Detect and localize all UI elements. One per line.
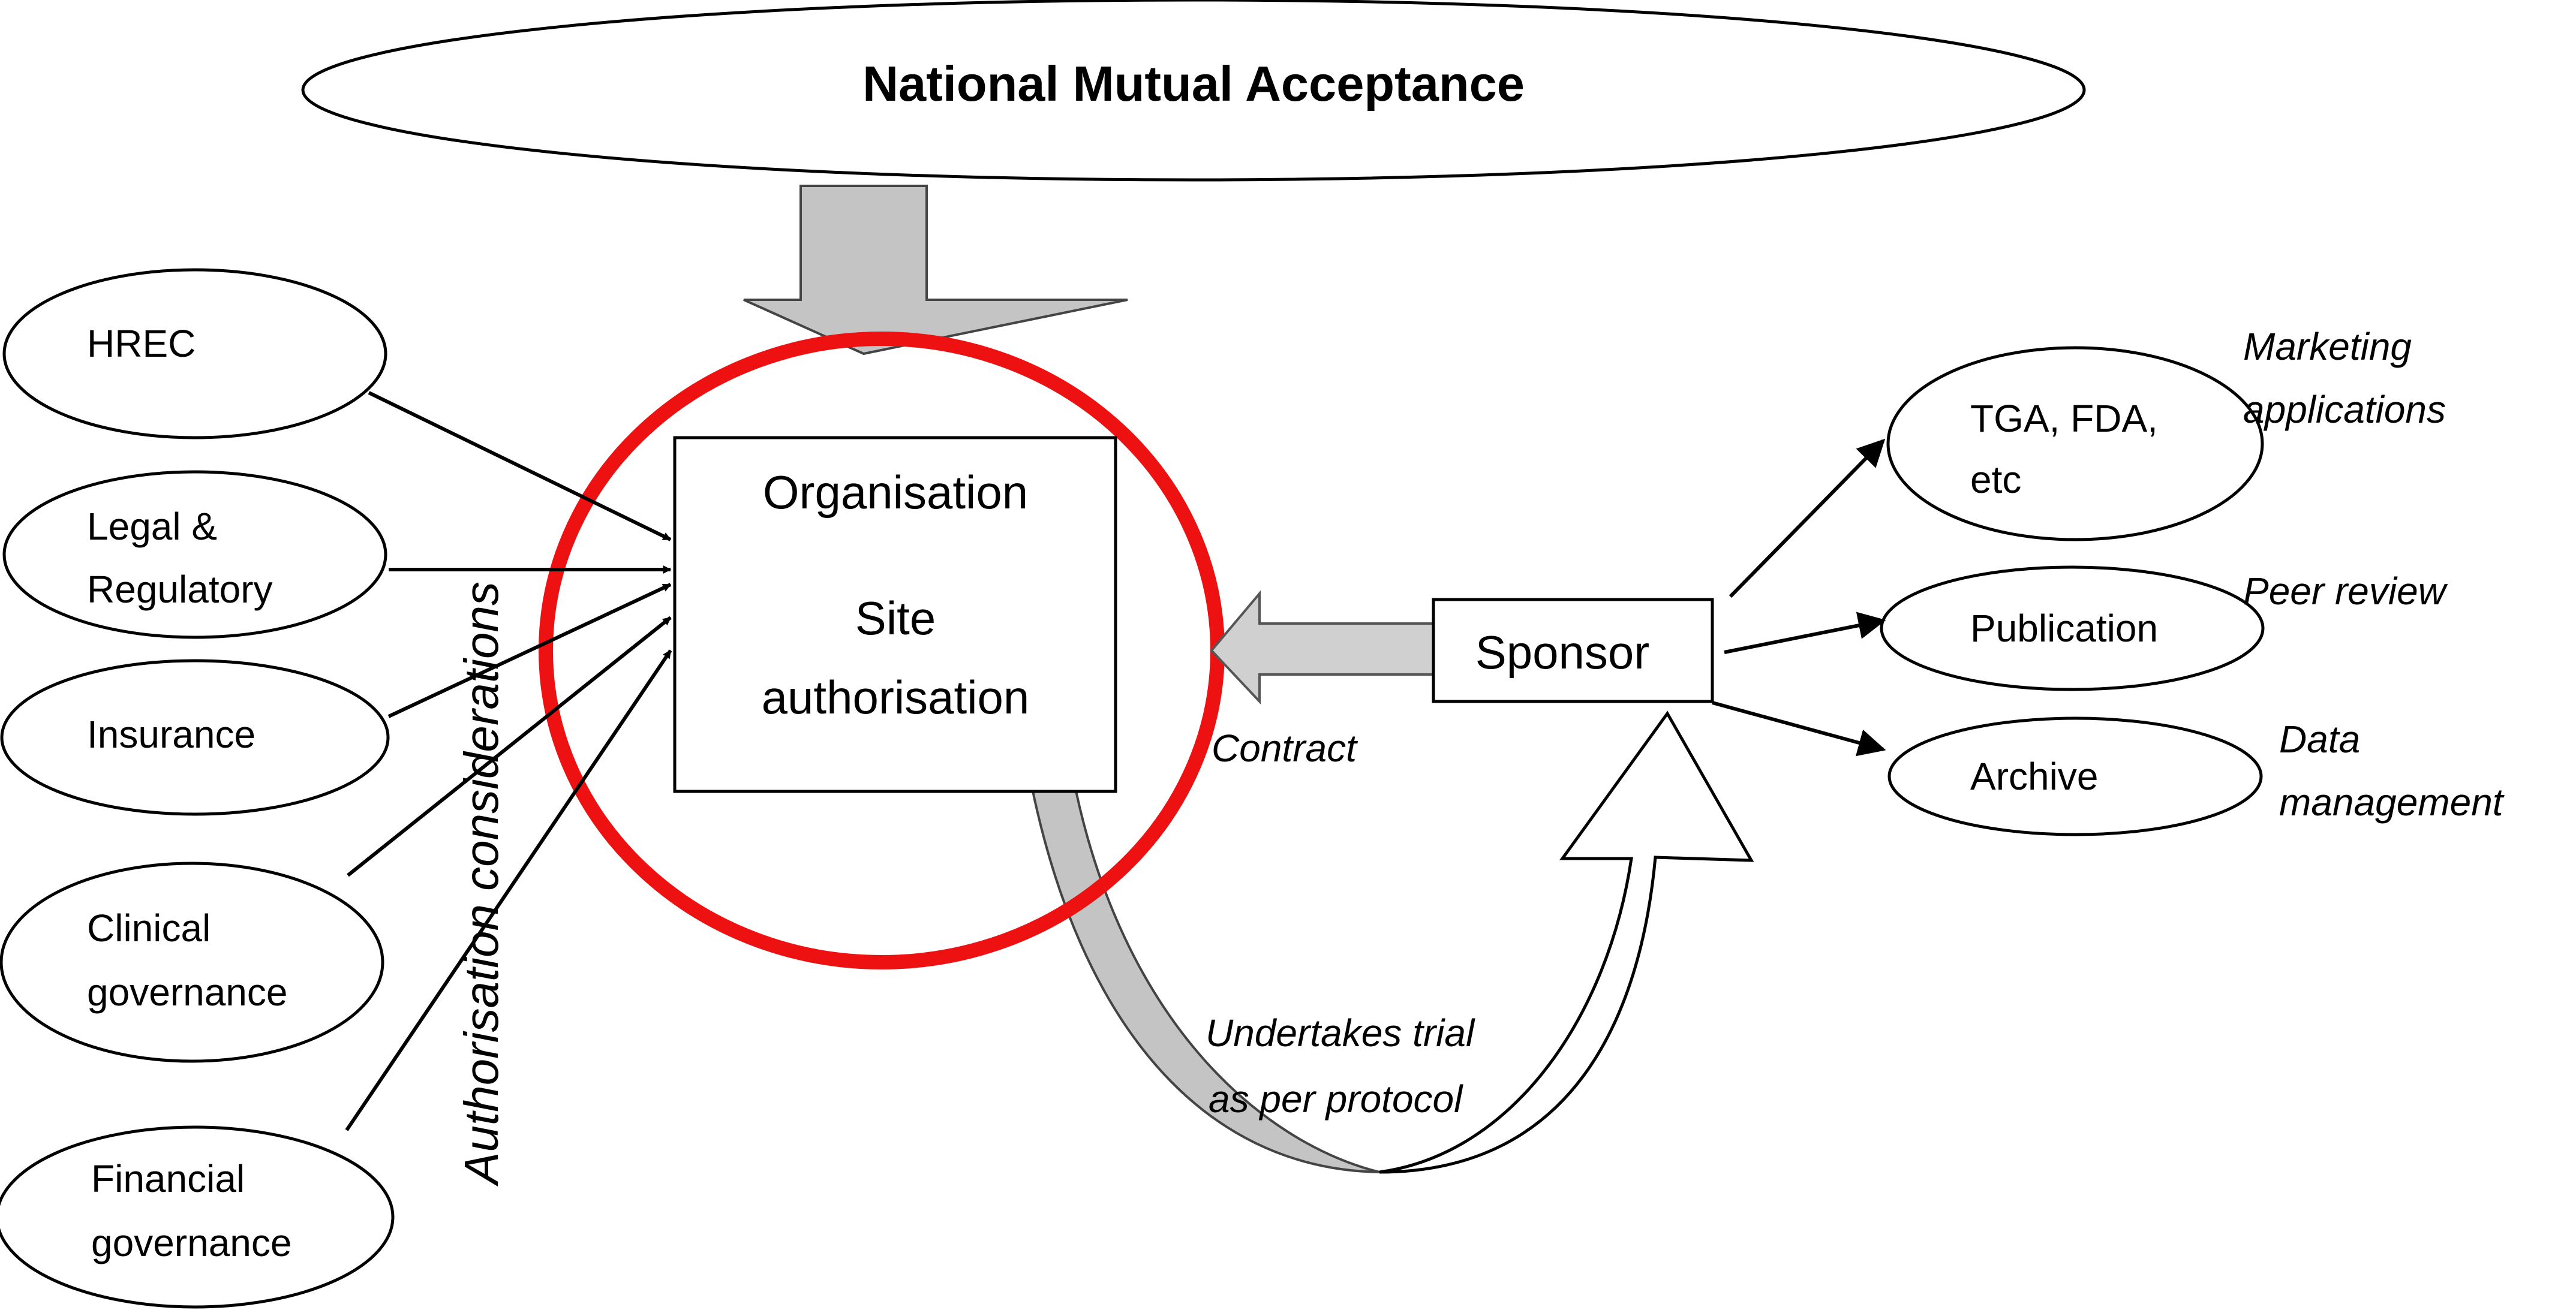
loop-label-line1: Undertakes trial [1206,1011,1475,1055]
title-label: National Mutual Acceptance [862,56,1525,112]
arrow-to-publication [1724,612,1886,654]
note-marketing-2: applications [2243,388,2446,431]
note-peer-review: Peer review [2243,570,2448,613]
national-mutual-acceptance-node: National Mutual Acceptance [301,0,2086,182]
node-legal-regulatory: Legal & Regulatory [2,470,387,639]
site-authorisation-box: Organisation Site authorisation [673,436,1117,793]
node-tga-label-2: etc [1970,458,2021,501]
box-line-site: Site [855,592,936,645]
node-insurance: Insurance [0,659,390,816]
node-legal-label-1: Legal & [87,505,217,548]
sponsor-box: Sponsor [1432,598,1714,703]
loop-label-line2: as per protocol [1209,1077,1463,1121]
arrow-insurance [387,583,672,718]
arrow-to-tga [1729,438,1886,598]
node-hrec: HREC [2,268,387,439]
left-arrows [345,391,672,1131]
box-line-authorisation: authorisation [762,671,1030,724]
node-insurance-label: Insurance [87,713,256,756]
arrow-to-archive [1712,701,1886,757]
arrow-hrec [368,391,672,541]
note-marketing-1: Marketing [2243,325,2412,368]
node-legal-label-2: Regulatory [87,568,273,611]
box-line-organisation: Organisation [763,466,1028,519]
loop-arrow-white [1379,710,1754,1174]
node-tga-label-1: TGA, FDA, [1970,397,2158,440]
right-arrows [1712,438,1886,757]
down-arrow [743,185,1128,356]
sponsor-label: Sponsor [1475,626,1650,679]
node-archive: Archive [1887,716,2263,836]
arrow-financial [345,649,672,1131]
node-clinical-label-2: governance [87,971,287,1014]
node-archive-label: Archive [1970,755,2098,798]
contract-arrow [1210,590,1435,705]
contract-label: Contract [1212,727,1358,770]
note-data-1: Data [2279,718,2360,761]
node-financial-label-2: governance [91,1221,291,1264]
node-publication: Publication [1880,565,2265,691]
node-tga-fda: TGA, FDA, etc [1886,346,2264,541]
note-data-2: management [2279,781,2505,824]
node-clinical-governance: Clinical governance [0,862,384,1063]
node-clinical-label-1: Clinical [87,907,211,950]
arrow-clinical [347,616,672,877]
node-financial-governance: Financial governance [0,1125,395,1309]
node-financial-label-1: Financial [91,1157,245,1200]
authorisation-considerations-label: Authorisation considerations [455,582,508,1186]
node-hrec-label: HREC [87,322,196,365]
node-publication-label: Publication [1970,607,2158,650]
